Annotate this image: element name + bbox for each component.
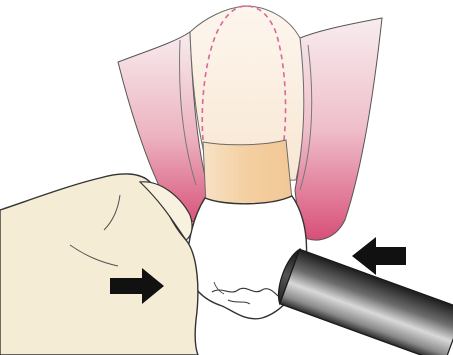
left-pointing-arrow-icon xyxy=(352,237,406,275)
finger xyxy=(0,174,198,355)
tooth-collar xyxy=(203,140,292,209)
